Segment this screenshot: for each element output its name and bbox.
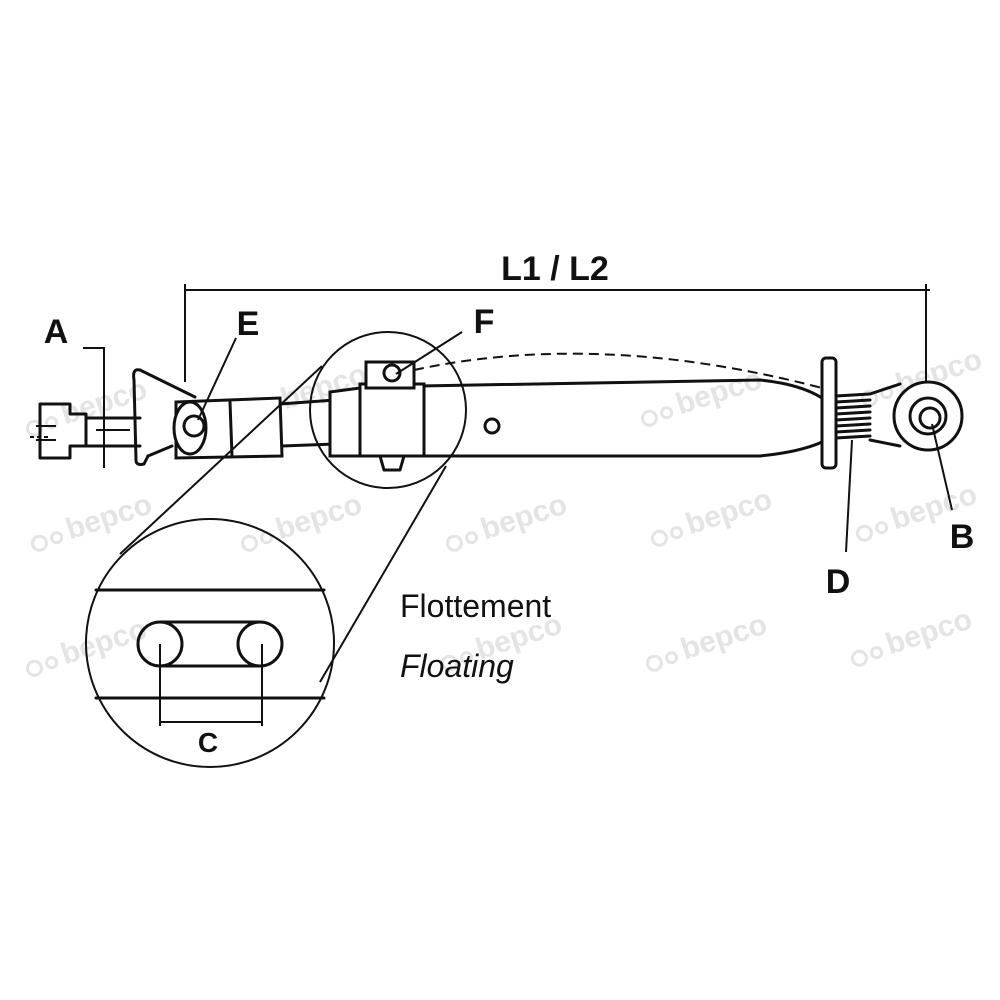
label-f: F	[474, 303, 495, 341]
watermark-text: bepco	[882, 603, 976, 662]
watermark-logo: bepco	[850, 603, 976, 667]
length-label: L1 / L2	[501, 250, 609, 288]
dimension-a: A	[30, 313, 105, 468]
watermark-text: bepco	[682, 483, 776, 542]
label-e: E	[237, 305, 260, 343]
detail-callout	[119, 331, 467, 683]
watermark-text: bepco	[272, 488, 366, 547]
left-end-assembly	[36, 368, 337, 466]
watermark-logo: bepco	[30, 488, 156, 552]
eye-end	[868, 380, 964, 452]
label-d: D	[826, 563, 851, 601]
label-a: A	[44, 313, 69, 351]
watermark-logo: bepco	[640, 363, 766, 427]
watermark-text: bepco	[677, 608, 771, 667]
watermark-text: bepco	[62, 488, 156, 547]
watermark-logo: bepco	[445, 488, 571, 552]
leaders: E F D B	[197, 303, 975, 601]
label-b: B	[950, 518, 975, 556]
watermark-logo: bepco	[240, 488, 366, 552]
main-tube	[328, 352, 872, 472]
label-c: C	[198, 727, 218, 758]
watermark-logo: bepco	[645, 608, 771, 672]
floating-detail: C	[85, 518, 335, 768]
watermark-text: bepco	[477, 488, 571, 547]
length-dimension: L1 / L2	[184, 250, 930, 392]
watermark-logo: bepco	[650, 483, 776, 547]
watermark-group: bepco bepco bepco bepco bepco bepco	[25, 343, 986, 677]
caption-english: Floating	[400, 648, 514, 684]
caption-french: Flottement	[400, 588, 551, 624]
